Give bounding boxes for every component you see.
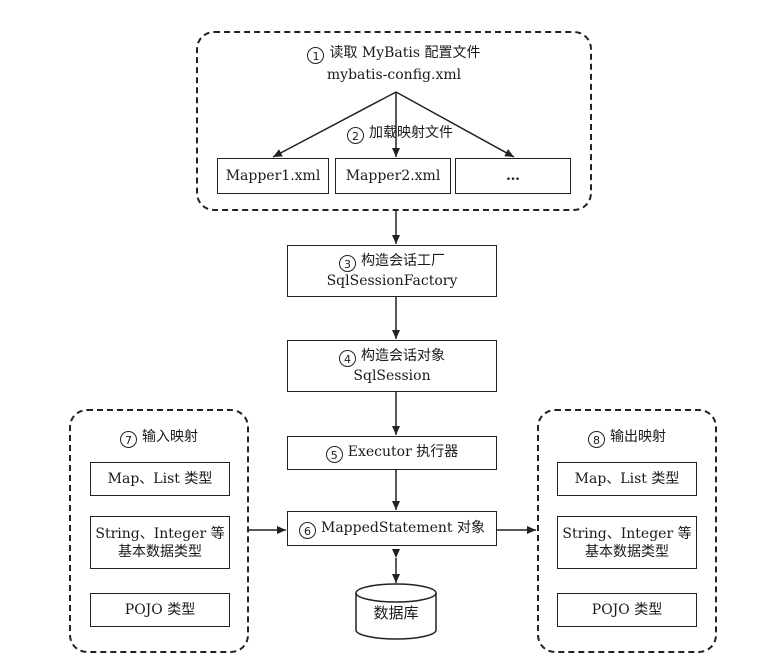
mapper2-label: Mapper2.xml (345, 168, 441, 184)
step2-title-text: 加载映射文件 (369, 125, 453, 141)
step6-box: 6 MappedStatement 对象 (287, 511, 497, 546)
step1-title-text: 读取 MyBatis 配置文件 (329, 45, 481, 61)
step4-sub: SqlSession (353, 368, 431, 384)
step5-number: 5 (325, 446, 343, 463)
config-group (196, 31, 592, 211)
output-mapping-title-text: 输出映射 (610, 429, 666, 445)
step3-number: 3 (339, 255, 356, 272)
input-type-pojo-label: POJO 类型 (124, 602, 196, 618)
output-type-basic: String、Integer 等 基本数据类型 (557, 516, 697, 569)
output-type-pojo: POJO 类型 (557, 593, 697, 627)
output-type-map-list: Map、List 类型 (557, 462, 697, 496)
step4-title: 4 构造会话对象 (339, 347, 445, 367)
step2-title: 2 加载映射文件 (330, 124, 470, 144)
output-type-basic-line1: String、Integer 等 (562, 525, 692, 542)
input-mapping-number: 7 (120, 431, 137, 448)
input-mapping-group (69, 409, 249, 653)
input-type-basic-line1: String、Integer 等 (95, 525, 225, 542)
input-type-map-list: Map、List 类型 (90, 462, 230, 496)
step1-number: 1 (307, 47, 325, 64)
database-cylinder (355, 583, 437, 640)
mapper-more-label: … (506, 168, 520, 184)
input-type-pojo: POJO 类型 (90, 593, 230, 627)
mapper2-box: Mapper2.xml (335, 158, 451, 194)
step3-sub: SqlSessionFactory (326, 273, 458, 289)
step1-file: mybatis-config.xml (326, 67, 462, 83)
step3-box: 3 构造会话工厂 SqlSessionFactory (287, 245, 497, 297)
output-type-map-list-label: Map、List 类型 (574, 471, 680, 487)
step3-title-text: 构造会话工厂 (361, 253, 445, 269)
mapper1-box: Mapper1.xml (217, 158, 329, 194)
step6-number: 6 (299, 521, 316, 539)
output-mapping-number: 8 (588, 431, 605, 448)
arrow-config-to-mapper1 (272, 91, 397, 158)
step4-box: 4 构造会话对象 SqlSession (287, 340, 497, 392)
step5-title-text: Executor 执行器 (347, 444, 459, 460)
output-mapping-group (537, 409, 717, 653)
step2-number: 2 (347, 127, 364, 144)
input-mapping-title-text: 输入映射 (142, 429, 198, 445)
step6-title-text: MappedStatement 对象 (321, 519, 485, 536)
input-type-map-list-label: Map、List 类型 (107, 471, 213, 487)
output-type-pojo-label: POJO 类型 (591, 602, 663, 618)
database-label: 数据库 (373, 604, 419, 622)
arrow-config-to-mapper-more (395, 91, 515, 158)
mapper-more-box: … (455, 158, 571, 194)
step6-title: 6 MappedStatement 对象 (299, 519, 485, 539)
input-mapping-title: 7 输入映射 (69, 428, 249, 448)
output-mapping-title: 8 输出映射 (537, 428, 717, 448)
input-type-basic-line2: 基本数据类型 (118, 543, 202, 560)
step3-title: 3 构造会话工厂 (339, 252, 445, 272)
mapper1-label: Mapper1.xml (225, 168, 321, 184)
step4-title-text: 构造会话对象 (361, 348, 445, 364)
step4-number: 4 (339, 350, 356, 367)
input-type-basic: String、Integer 等 基本数据类型 (90, 516, 230, 569)
output-type-basic-line2: 基本数据类型 (585, 543, 669, 560)
